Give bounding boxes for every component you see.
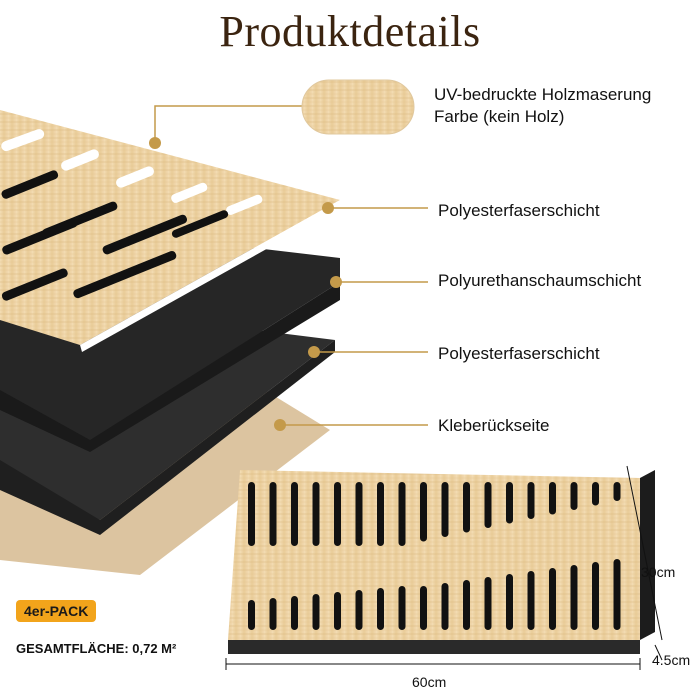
panel-slot	[334, 592, 341, 630]
panel-slot	[248, 600, 255, 630]
panel-slot	[506, 482, 513, 524]
panel-slot	[527, 571, 535, 630]
panel-slot	[269, 598, 277, 630]
panel-slot	[248, 482, 255, 546]
panel-slot	[398, 482, 406, 546]
panel-slot	[549, 568, 556, 630]
total-area-text: GESAMTFLÄCHE: 0,72 M²	[16, 641, 177, 656]
layer-label-fiber-top: Polyesterfaserschicht	[438, 201, 600, 220]
panel-slot	[463, 482, 470, 533]
panel-slot	[613, 482, 621, 501]
wood-swatch	[301, 79, 415, 135]
top-wood-panel	[0, 110, 340, 352]
panel-slot	[549, 482, 556, 515]
panel-slot	[441, 583, 449, 630]
panel-slot	[377, 588, 384, 630]
panel-slot	[355, 482, 363, 546]
panel-slot	[312, 482, 320, 546]
page-title: Produktdetails	[219, 7, 481, 56]
panel-slot	[334, 482, 341, 546]
panel-slot	[269, 482, 277, 546]
panel-slot	[355, 590, 363, 630]
layer-label-foam: Polyurethanschaumschicht	[438, 271, 642, 290]
panel-slot	[291, 482, 298, 546]
panel-product-view	[228, 470, 655, 654]
panel-slot	[312, 594, 320, 630]
connector-lines	[154, 105, 428, 426]
connector-dots	[149, 137, 342, 431]
panel-slot	[463, 580, 470, 630]
panel-slot	[291, 596, 298, 630]
surface-label-line1: UV-bedruckte Holzmaserung	[434, 85, 652, 104]
panel-slot	[570, 565, 578, 630]
dimension-width: 60cm	[412, 674, 447, 690]
pack-badge: 4er-PACK	[16, 600, 97, 622]
panel-slot	[592, 482, 599, 506]
panel-slot	[506, 574, 513, 630]
layer-label-adhesive: Kleberückseite	[438, 416, 550, 435]
panel-slot	[484, 577, 492, 630]
panel-slot	[592, 562, 599, 630]
surface-label: UV-bedruckte Holzmaserung Farbe (kein Ho…	[434, 84, 651, 128]
surface-label-line2: Farbe (kein Holz)	[434, 107, 565, 126]
dimension-height: 30cm	[641, 564, 676, 580]
layer-label-fiber-bottom: Polyesterfaserschicht	[438, 344, 600, 363]
panel-slot	[527, 482, 535, 519]
panel-slot	[484, 482, 492, 528]
panel-slot	[377, 482, 384, 546]
panel-slot	[420, 586, 427, 630]
dimension-lines	[225, 465, 663, 670]
panel-slot	[613, 559, 621, 630]
panel-slot	[570, 482, 578, 510]
panel-slot	[420, 482, 427, 542]
panel-slot	[398, 586, 406, 630]
dimension-depth: 4.5cm	[652, 652, 691, 668]
panel-slot	[441, 482, 449, 537]
